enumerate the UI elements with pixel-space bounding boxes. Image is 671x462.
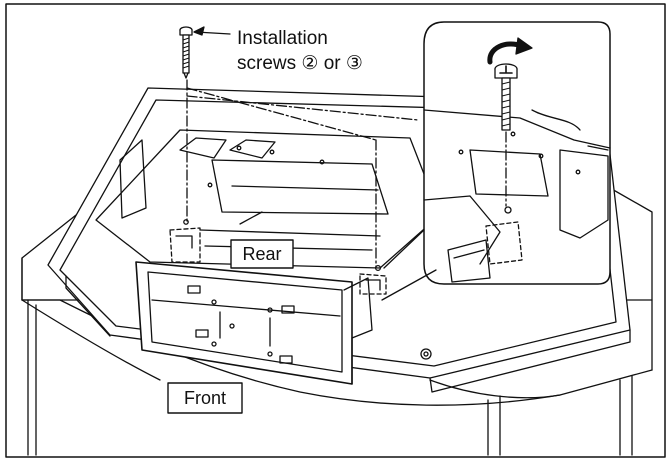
stand-base — [135, 227, 387, 385]
rotate-clockwise-arrow-icon — [487, 37, 533, 65]
label-rear-text: Rear — [242, 244, 281, 264]
callout-line-installation: Installation — [237, 28, 328, 49]
callout-arrow — [193, 26, 231, 36]
figure-frame — [5, 3, 666, 458]
inset-connector-lines — [381, 229, 437, 301]
label-front: Front — [167, 382, 243, 414]
callout-text: Installation screws ② or ③ — [237, 28, 363, 74]
installation-screw — [179, 26, 193, 79]
label-rear: Rear — [230, 239, 294, 269]
label-front-text: Front — [184, 388, 226, 408]
screw-guide-lines — [186, 79, 419, 269]
inset-screw-icon — [494, 63, 518, 131]
callout-line-screws: screws ② or ③ — [237, 53, 363, 74]
magnified-inset — [423, 21, 611, 285]
